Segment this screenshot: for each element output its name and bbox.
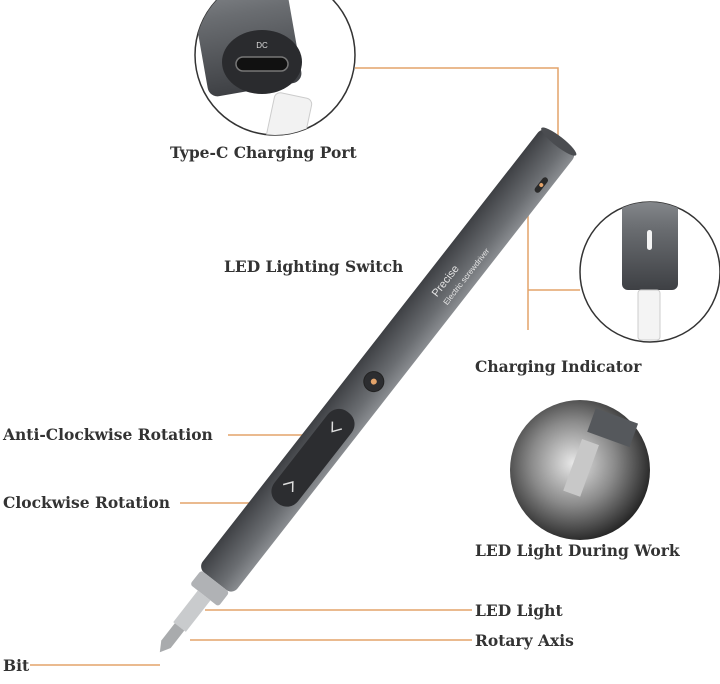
led-during-work-inset xyxy=(510,400,650,540)
label-led-switch: LED Lighting Switch xyxy=(224,257,404,276)
label-led-light: LED Light xyxy=(475,601,563,620)
charging-indicator-inset xyxy=(579,201,720,343)
label-rotary-axis: Rotary Axis xyxy=(475,631,574,650)
label-bit: Bit xyxy=(3,656,30,675)
type-c-port-inset: DC xyxy=(194,0,356,136)
label-charging-indicator: Charging Indicator xyxy=(475,357,642,376)
dc-port-text: DC xyxy=(256,41,268,50)
label-led-during-work: LED Light During Work xyxy=(475,541,680,560)
label-type-c-port: Type-C Charging Port xyxy=(170,143,357,162)
label-clockwise: Clockwise Rotation xyxy=(3,493,171,512)
screwdriver xyxy=(159,127,577,653)
label-anti-clockwise: Anti-Clockwise Rotation xyxy=(3,425,213,444)
